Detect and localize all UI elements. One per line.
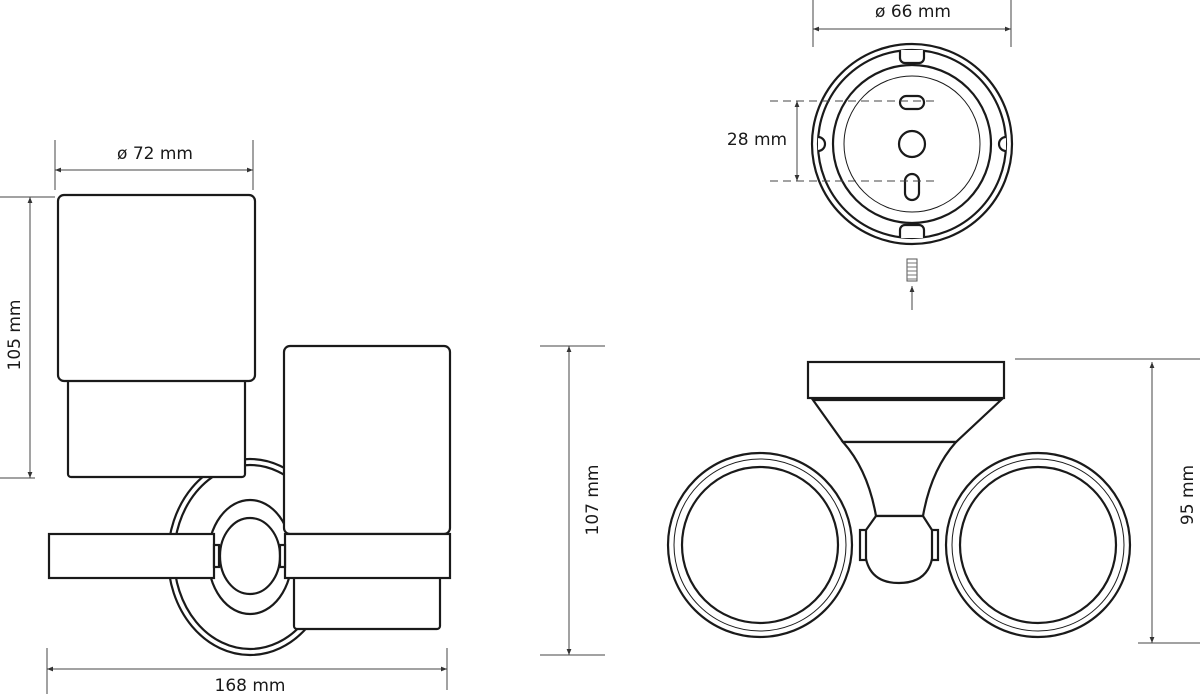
- cup-height-label: 105 mm: [5, 300, 25, 371]
- dimension-cup-height: 105 mm: [0, 196, 55, 479]
- notches: [817, 50, 1007, 238]
- front-view: ø 72 mm 105 mm 107 mm 168 mm: [0, 140, 605, 694]
- base-view: 28 mm ø 66 mm: [727, 0, 1014, 310]
- cone: [810, 398, 1004, 444]
- dimension-front-height: 107 mm: [540, 345, 605, 656]
- neck: [840, 440, 959, 518]
- center-hole: [897, 129, 927, 159]
- right-cup: [282, 344, 452, 631]
- front-height-label: 107 mm: [583, 465, 603, 536]
- dimension-total-width: 168 mm: [46, 648, 448, 694]
- right-arm: [283, 532, 452, 580]
- mounting-slot-bottom: [903, 172, 921, 202]
- hole-spacing-label: 28 mm: [727, 130, 787, 150]
- depth-label: 95 mm: [1178, 465, 1198, 525]
- base-diameter-label: ø 66 mm: [875, 2, 951, 22]
- ball-joint: [863, 514, 935, 585]
- right-connector: [278, 543, 287, 569]
- left-cup: [56, 193, 257, 479]
- side-view: 95 mm: [666, 358, 1200, 644]
- mounting-slot-top: [898, 94, 926, 111]
- screw-icon: [906, 258, 918, 310]
- left-arm: [47, 532, 216, 580]
- dimension-cup-diameter: ø 72 mm: [54, 140, 254, 190]
- dimension-depth: 95 mm: [1015, 358, 1200, 644]
- total-width-label: 168 mm: [215, 676, 286, 694]
- dimension-base-diameter: ø 66 mm: [812, 0, 1012, 47]
- dimension-hole-spacing: 28 mm: [727, 101, 800, 181]
- left-connector: [212, 543, 221, 569]
- cup-diameter-label: ø 72 mm: [117, 144, 193, 164]
- wall-plate: [806, 360, 1006, 400]
